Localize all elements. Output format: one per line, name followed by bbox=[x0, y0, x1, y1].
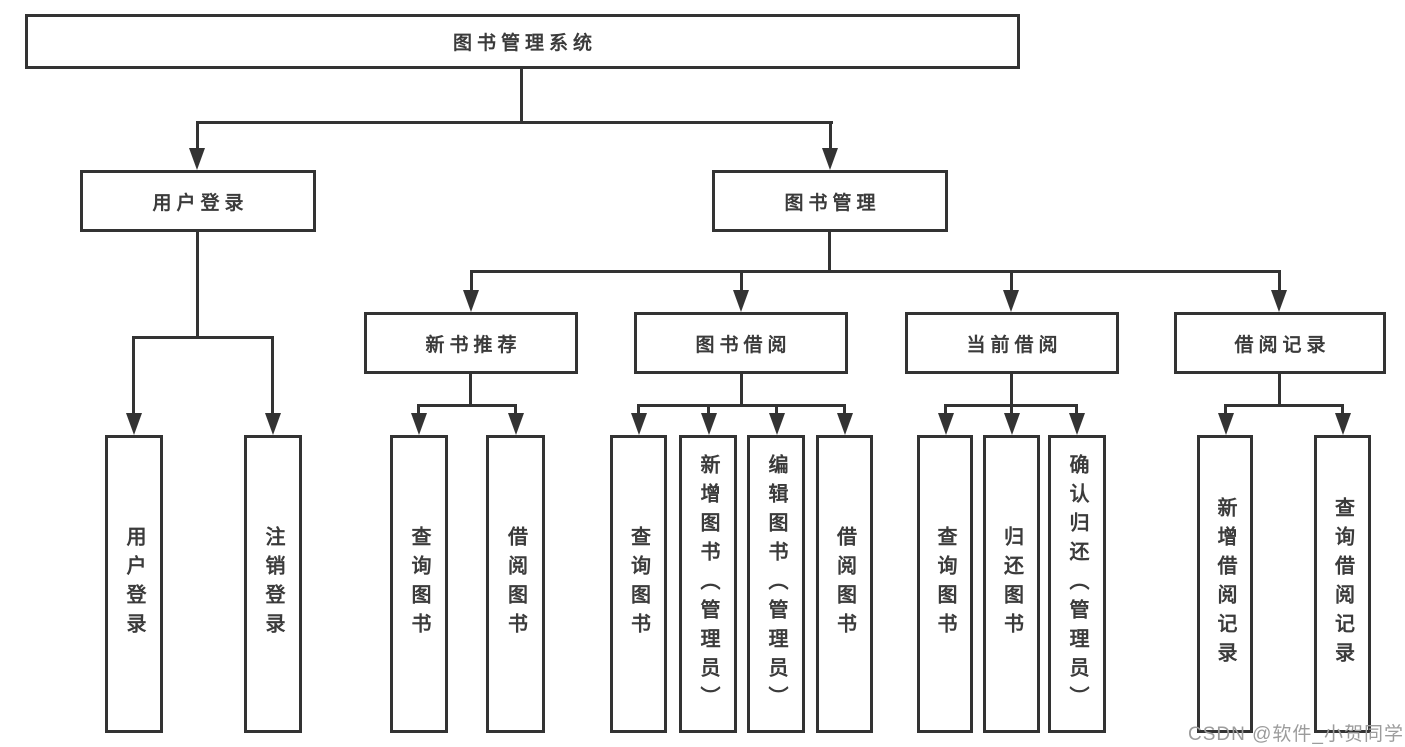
connector-line bbox=[469, 374, 472, 404]
connector-line bbox=[1278, 374, 1281, 404]
connector-line bbox=[1278, 270, 1281, 290]
node-user-login: 用户登录 bbox=[80, 170, 316, 232]
down-arrow-icon bbox=[508, 413, 524, 435]
connector-line bbox=[470, 270, 1281, 273]
connector-line bbox=[417, 404, 517, 407]
connector-line bbox=[1224, 404, 1344, 407]
leaf-add-books-admin-label: 新增图书（管理员） bbox=[697, 453, 719, 715]
leaf-confirm-return-admin: 确认归还（管理员） bbox=[1048, 435, 1106, 733]
csdn-watermark: CSDN @软件_小贺同学 bbox=[1188, 724, 1404, 745]
node-current-borrowing: 当前借阅 bbox=[905, 312, 1119, 374]
connector-line bbox=[1224, 404, 1227, 413]
down-arrow-icon bbox=[1218, 413, 1234, 435]
connector-line bbox=[944, 404, 947, 413]
node-new-book-recommendation-label: 新书推荐 bbox=[425, 334, 522, 356]
down-arrow-icon bbox=[1069, 413, 1085, 435]
connector-line bbox=[1010, 404, 1013, 413]
down-arrow-icon bbox=[938, 413, 954, 435]
leaf-query-books-borrowing: 查询图书 bbox=[610, 435, 667, 733]
down-arrow-icon bbox=[1003, 290, 1019, 312]
connector-line bbox=[740, 374, 743, 404]
leaf-add-borrow-record: 新增借阅记录 bbox=[1197, 435, 1253, 733]
connector-line bbox=[740, 270, 743, 290]
down-arrow-icon bbox=[411, 413, 427, 435]
connector-line bbox=[196, 121, 833, 124]
node-book-borrowing-label: 图书借阅 bbox=[695, 334, 792, 356]
node-current-borrowing-label: 当前借阅 bbox=[966, 334, 1063, 356]
leaf-return-books: 归还图书 bbox=[983, 435, 1040, 733]
connector-line bbox=[1010, 374, 1013, 404]
down-arrow-icon bbox=[126, 413, 142, 435]
down-arrow-icon bbox=[265, 413, 281, 435]
down-arrow-icon bbox=[189, 148, 205, 170]
connector-line bbox=[514, 404, 517, 413]
down-arrow-icon bbox=[631, 413, 647, 435]
down-arrow-icon bbox=[837, 413, 853, 435]
connector-line bbox=[1010, 270, 1013, 290]
leaf-query-books-current-label: 查询图书 bbox=[934, 526, 956, 642]
leaf-query-books-new: 查询图书 bbox=[390, 435, 448, 733]
leaf-add-borrow-record-label: 新增借阅记录 bbox=[1214, 497, 1236, 671]
leaf-logout: 注销登录 bbox=[244, 435, 302, 733]
connector-line bbox=[132, 336, 135, 413]
leaf-query-borrow-record-label: 查询借阅记录 bbox=[1331, 497, 1354, 671]
leaf-edit-books-admin-label: 编辑图书（管理员） bbox=[765, 453, 787, 715]
leaf-user-login-label: 用户登录 bbox=[123, 526, 145, 642]
connector-line bbox=[1075, 404, 1078, 413]
leaf-query-books-borrowing-label: 查询图书 bbox=[627, 526, 650, 642]
node-book-management-label: 图书管理 bbox=[784, 192, 881, 214]
connector-line bbox=[775, 404, 778, 413]
connector-line bbox=[271, 336, 274, 413]
node-new-book-recommendation: 新书推荐 bbox=[364, 312, 578, 374]
connector-line bbox=[417, 404, 420, 413]
down-arrow-icon bbox=[1335, 413, 1351, 435]
connector-line bbox=[637, 404, 846, 407]
connector-line bbox=[843, 404, 846, 413]
connector-line bbox=[470, 270, 473, 290]
node-root-label: 图书管理系统 bbox=[452, 33, 597, 54]
down-arrow-icon bbox=[769, 413, 785, 435]
leaf-query-borrow-record: 查询借阅记录 bbox=[1314, 435, 1371, 733]
connector-line bbox=[132, 336, 273, 339]
leaf-borrow-books-borrowing-label: 借阅图书 bbox=[833, 526, 856, 642]
leaf-logout-label: 注销登录 bbox=[262, 526, 284, 642]
down-arrow-icon bbox=[822, 148, 838, 170]
connector-line bbox=[520, 69, 523, 121]
leaf-add-books-admin: 新增图书（管理员） bbox=[679, 435, 737, 733]
down-arrow-icon bbox=[701, 413, 717, 435]
node-user-login-label: 用户登录 bbox=[152, 192, 249, 214]
node-book-management: 图书管理 bbox=[712, 170, 948, 232]
node-root: 图书管理系统 bbox=[25, 14, 1020, 69]
leaf-borrow-books-new: 借阅图书 bbox=[486, 435, 545, 733]
connector-line bbox=[196, 121, 199, 148]
leaf-query-books-new-label: 查询图书 bbox=[408, 526, 430, 642]
down-arrow-icon bbox=[1271, 290, 1287, 312]
down-arrow-icon bbox=[733, 290, 749, 312]
down-arrow-icon bbox=[463, 290, 479, 312]
connector-line bbox=[1341, 404, 1344, 413]
leaf-confirm-return-admin-label: 确认归还（管理员） bbox=[1066, 453, 1088, 715]
leaf-user-login: 用户登录 bbox=[105, 435, 163, 733]
node-book-borrowing: 图书借阅 bbox=[634, 312, 848, 374]
leaf-return-books-label: 归还图书 bbox=[1000, 526, 1023, 642]
leaf-borrow-books-borrowing: 借阅图书 bbox=[816, 435, 873, 733]
leaf-query-books-current: 查询图书 bbox=[917, 435, 973, 733]
connector-line bbox=[196, 232, 199, 336]
leaf-edit-books-admin: 编辑图书（管理员） bbox=[747, 435, 805, 733]
connector-line bbox=[828, 232, 831, 270]
leaf-borrow-books-new-label: 借阅图书 bbox=[504, 526, 527, 642]
connector-line bbox=[707, 404, 710, 413]
down-arrow-icon bbox=[1004, 413, 1020, 435]
node-borrowing-records-label: 借阅记录 bbox=[1234, 334, 1331, 356]
node-borrowing-records: 借阅记录 bbox=[1174, 312, 1386, 374]
connector-line bbox=[637, 404, 640, 413]
connector-line bbox=[829, 121, 832, 148]
